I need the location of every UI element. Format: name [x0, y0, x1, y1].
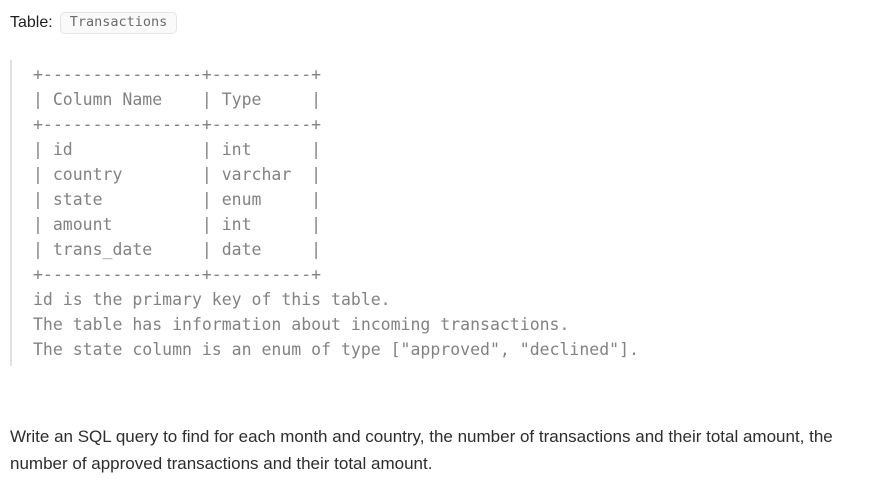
problem-description-page: Table: Transactions +----------------+--…	[10, 12, 881, 473]
table-name-badge: Transactions	[59, 12, 178, 34]
problem-statement: Write an SQL query to find for each mont…	[10, 427, 833, 473]
table-label: Table:	[10, 14, 53, 31]
table-header: Table: Transactions	[10, 12, 881, 34]
schema-ascii-table: +----------------+----------+ | Column N…	[10, 60, 881, 366]
